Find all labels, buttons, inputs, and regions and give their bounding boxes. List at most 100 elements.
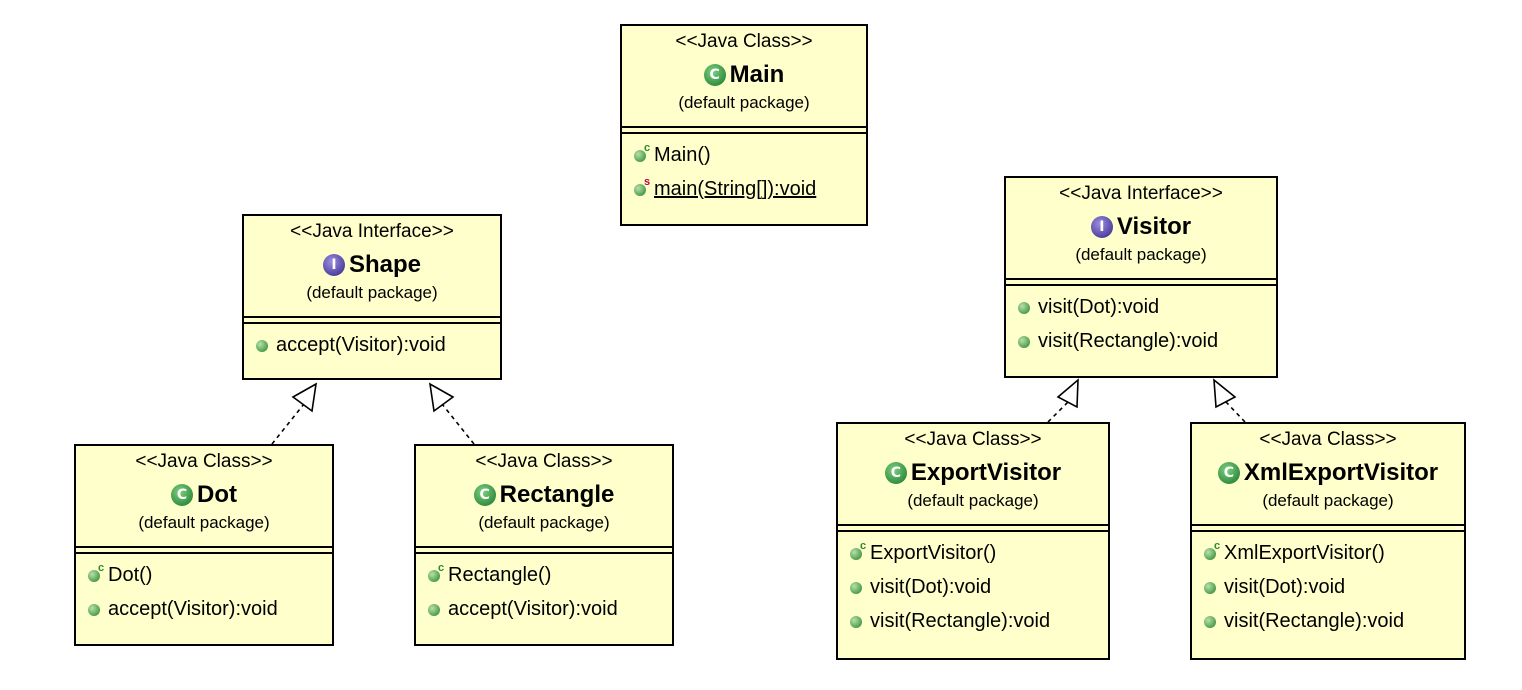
operations-compartment: c XmlExportVisitor() visit(Dot):void vis… <box>1192 532 1464 638</box>
compartment-divider <box>1192 530 1464 532</box>
member-label: visit(Dot):void <box>1038 296 1160 318</box>
member-label: visit(Dot):void <box>1224 576 1346 598</box>
member-label: accept(Visitor):void <box>108 598 278 620</box>
method-member[interactable]: visit(Dot):void <box>1202 570 1464 604</box>
attributes-compartment <box>1006 278 1276 284</box>
class-main[interactable]: <<Java Class>> C Main (default package) … <box>620 24 868 226</box>
member-label: visit(Rectangle):void <box>1224 610 1405 632</box>
stereotype-label: <<Java Interface>> <box>1059 183 1223 204</box>
package-label: (default package) <box>1262 491 1394 510</box>
constructor-icon: c <box>426 562 448 586</box>
member-label: visit(Dot):void <box>870 576 992 598</box>
realization-arrowhead-rectangle-shape <box>428 382 455 413</box>
package-label: (default package) <box>306 283 438 302</box>
interface-header: <<Java Interface>> I Visitor (default pa… <box>1006 178 1276 278</box>
compartment-divider <box>838 530 1108 532</box>
package-label: (default package) <box>678 93 810 112</box>
member-label: main(String[]):void <box>654 178 817 200</box>
method-member[interactable]: visit(Dot):void <box>1016 290 1276 324</box>
interface-shape[interactable]: <<Java Interface>> I Shape (default pack… <box>242 214 502 380</box>
interface-icon: I <box>322 254 345 276</box>
method-member[interactable]: accept(Visitor):void <box>426 592 672 626</box>
class-icon: C <box>703 64 726 86</box>
member-label: Rectangle() <box>448 564 552 586</box>
operations-compartment: c Rectangle() accept(Visitor):void <box>416 554 672 626</box>
method-icon <box>848 576 870 598</box>
attributes-compartment <box>1192 524 1464 530</box>
method-icon <box>1202 576 1224 598</box>
method-icon <box>848 610 870 632</box>
constructor-icon: c <box>632 142 654 166</box>
stereotype-label: <<Java Class>> <box>135 451 273 472</box>
method-icon <box>426 598 448 620</box>
method-member[interactable]: accept(Visitor):void <box>254 328 500 362</box>
constructor-member[interactable]: c Rectangle() <box>426 558 672 592</box>
package-label: (default package) <box>478 513 610 532</box>
package-label: (default package) <box>1075 245 1207 264</box>
attributes-compartment <box>838 524 1108 530</box>
stereotype-label: <<Java Class>> <box>475 451 613 472</box>
method-member[interactable]: visit(Rectangle):void <box>1202 604 1464 638</box>
member-label: XmlExportVisitor() <box>1224 542 1385 564</box>
interface-name: Visitor <box>1116 213 1192 240</box>
realization-arrowhead-dot-shape <box>291 382 318 413</box>
member-label: visit(Rectangle):void <box>870 610 1051 632</box>
method-member[interactable]: visit(Rectangle):void <box>848 604 1108 638</box>
class-name: Dot <box>197 481 237 508</box>
class-dot[interactable]: <<Java Class>> C Dot (default package) c… <box>74 444 334 646</box>
class-header: <<Java Class>> C XmlExportVisitor (defau… <box>1192 424 1464 524</box>
method-member[interactable]: accept(Visitor):void <box>86 592 332 626</box>
method-icon <box>254 334 276 356</box>
static-method-member[interactable]: s main(String[]):void <box>632 172 866 206</box>
realization-line-dot-shape <box>271 403 305 445</box>
realization-arrowhead-xmlexportvisitor-visitor <box>1213 378 1237 409</box>
operations-compartment: visit(Dot):void visit(Rectangle):void <box>1006 286 1276 358</box>
interface-visitor[interactable]: <<Java Interface>> I Visitor (default pa… <box>1004 176 1278 378</box>
class-header: <<Java Class>> C ExportVisitor (default … <box>838 424 1108 524</box>
method-icon <box>1016 330 1038 352</box>
attributes-compartment <box>622 126 866 132</box>
constructor-member[interactable]: c XmlExportVisitor() <box>1202 536 1464 570</box>
constructor-member[interactable]: c Dot() <box>86 558 332 592</box>
attributes-compartment <box>76 546 332 552</box>
member-label: Dot() <box>108 564 153 586</box>
class-icon: C <box>473 484 496 506</box>
operations-compartment: c Main() s main(String[]):void <box>622 134 866 206</box>
attributes-compartment <box>416 546 672 552</box>
member-label: ExportVisitor() <box>870 542 997 564</box>
class-exportvisitor[interactable]: <<Java Class>> C ExportVisitor (default … <box>836 422 1110 660</box>
interface-header: <<Java Interface>> I Shape (default pack… <box>244 216 500 316</box>
compartment-divider <box>1006 284 1276 286</box>
member-label: visit(Rectangle):void <box>1038 330 1219 352</box>
constructor-icon: c <box>86 562 108 586</box>
realization-line-xmlexportvisitor-visitor <box>1225 401 1246 423</box>
interface-name: Shape <box>348 251 422 278</box>
method-member[interactable]: visit(Dot):void <box>848 570 1108 604</box>
method-icon <box>1016 296 1038 318</box>
realization-line-exportvisitor-visitor <box>1047 401 1069 423</box>
stereotype-label: <<Java Interface>> <box>290 221 454 242</box>
class-xmlexportvisitor[interactable]: <<Java Class>> C XmlExportVisitor (defau… <box>1190 422 1466 660</box>
stereotype-label: <<Java Class>> <box>675 31 813 52</box>
package-label: (default package) <box>138 513 270 532</box>
package-label: (default package) <box>907 491 1039 510</box>
compartment-divider <box>244 322 500 324</box>
class-rectangle[interactable]: <<Java Class>> C Rectangle (default pack… <box>414 444 674 646</box>
compartment-divider <box>416 552 672 554</box>
operations-compartment: c ExportVisitor() visit(Dot):void visit(… <box>838 532 1108 638</box>
member-label: Main() <box>654 144 711 166</box>
constructor-icon: c <box>848 540 870 564</box>
class-name: Main <box>729 61 785 88</box>
constructor-member[interactable]: c ExportVisitor() <box>848 536 1108 570</box>
class-name: ExportVisitor <box>910 459 1062 486</box>
attributes-compartment <box>244 316 500 322</box>
class-icon: C <box>171 484 193 506</box>
static-method-icon: s <box>632 176 654 200</box>
compartment-divider <box>76 552 332 554</box>
class-icon: C <box>884 462 907 484</box>
constructor-member[interactable]: c Main() <box>632 138 866 172</box>
method-member[interactable]: visit(Rectangle):void <box>1016 324 1276 358</box>
operations-compartment: accept(Visitor):void <box>244 324 500 362</box>
class-name: XmlExportVisitor <box>1243 459 1439 486</box>
